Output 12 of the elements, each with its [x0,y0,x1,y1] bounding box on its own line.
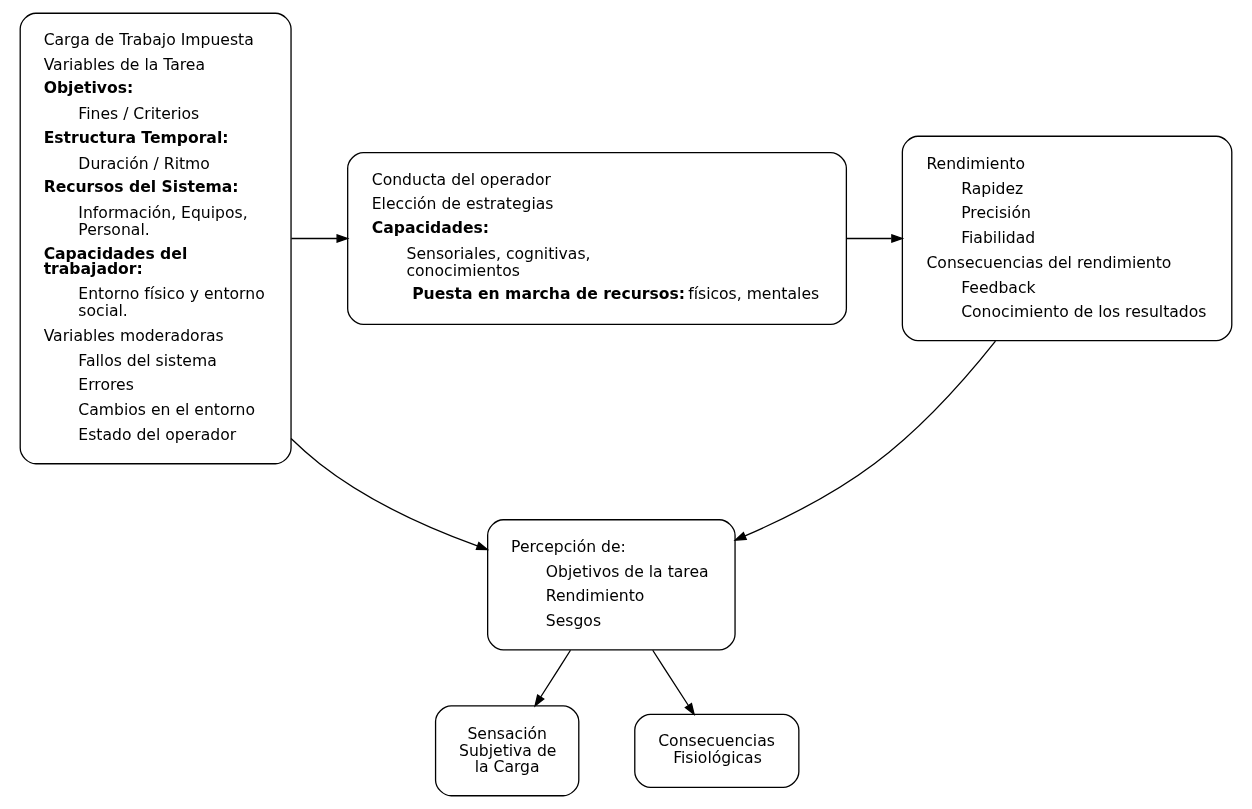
arrow [652,649,696,716]
arrow [846,233,905,244]
node-box: Percepción de: Objetivos de la tarea Rendimiento Sesgos [487,519,736,651]
node-box: Conducta del operador Elección de estrategias Capacidades: Sensoriales, cognitivas, conocimientos Puesta en marcha de recursos: físicos, mentales [347,151,848,326]
arrow [290,437,490,551]
node-box: Rendimiento Rapidez Precisión Fiabilidad Consecuencias del rendimiento Feedback Conocimiento de los resultados [901,135,1233,342]
arrow [733,340,997,541]
node-box: Sensación Subjetiva de la Carga [434,705,580,797]
arrow [290,233,350,244]
node-box: Consecuencias Fisiológicas [634,713,800,788]
node-box: Carga de Trabajo Impuesta Variables de la Tarea Objetivos: Fines / Criterios Estructura Temporal: Duración / Ritmo Recursos del Sistema: Información, Equipos, Personal. Capacidades del trabajador: Entorno físico y entorno social. Variables moderadoras Fallos del sistema Errores Cambios en el entorno Estado del operador [19,12,292,465]
arrow [534,649,572,708]
